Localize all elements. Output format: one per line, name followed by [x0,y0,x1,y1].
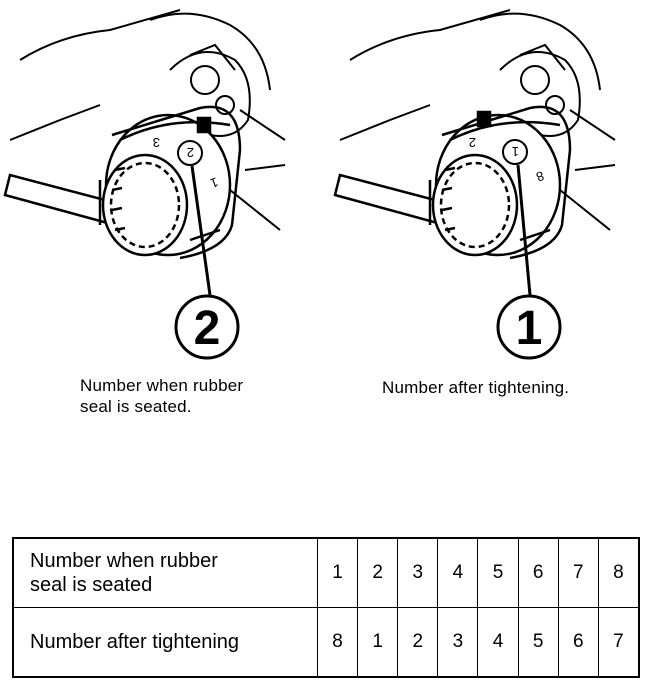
row-label-tightened: Number after tightening [12,607,318,678]
table-cell: 3 [437,607,479,678]
number-reference-table: Number when rubber seal is seated 1 2 3 … [12,537,640,678]
callout-2: 2 [172,292,242,362]
caption-seated-line1: Number when rubber [80,376,244,395]
oil-filter-illustration-tightened: 2 1 8 [330,0,620,300]
callout-1: 1 [494,292,564,362]
dial-mark-8: 8 [534,168,546,185]
table-cell: 5 [517,607,559,678]
row-label-seated-line2: seal is seated [30,574,153,596]
table-cell: 5 [477,537,519,608]
table-cell: 2 [397,607,439,678]
table-cell: 7 [557,537,599,608]
dial-mark-2: 2 [469,135,476,150]
table-cell: 3 [397,537,439,608]
table-cell: 8 [597,537,640,608]
table-cell: 6 [557,607,599,678]
dial-mark-1: 1 [208,174,220,191]
dial-mark-3: 3 [153,135,160,150]
caption-tightened: Number after tightening. [382,378,570,397]
table-row-tightened: Number after tightening 8 1 2 3 4 5 6 7 [12,607,640,678]
table-cell: 1 [357,607,399,678]
table-row-seated: Number when rubber seal is seated 1 2 3 … [12,537,640,608]
oil-filter-illustration-seated: 3 2 1 [0,0,290,300]
svg-text:1: 1 [516,302,543,355]
caption-seated: Number when rubber seal is seated. [80,375,320,417]
row-label-seated-line1: Number when rubber [30,550,218,572]
table-cell: 4 [437,537,479,608]
dial-mark-2-circled: 2 [187,145,194,160]
table-cell: 2 [357,537,399,608]
row-label-seated: Number when rubber seal is seated [12,537,318,608]
dial-mark-1-circled: 1 [512,144,519,159]
table-cell: 1 [316,537,359,608]
table-cell: 4 [477,607,519,678]
caption-seated-line2: seal is seated. [80,397,192,416]
svg-text:2: 2 [194,302,221,355]
table-cell: 8 [316,607,359,678]
table-cell: 7 [597,607,640,678]
table-cell: 6 [517,537,559,608]
